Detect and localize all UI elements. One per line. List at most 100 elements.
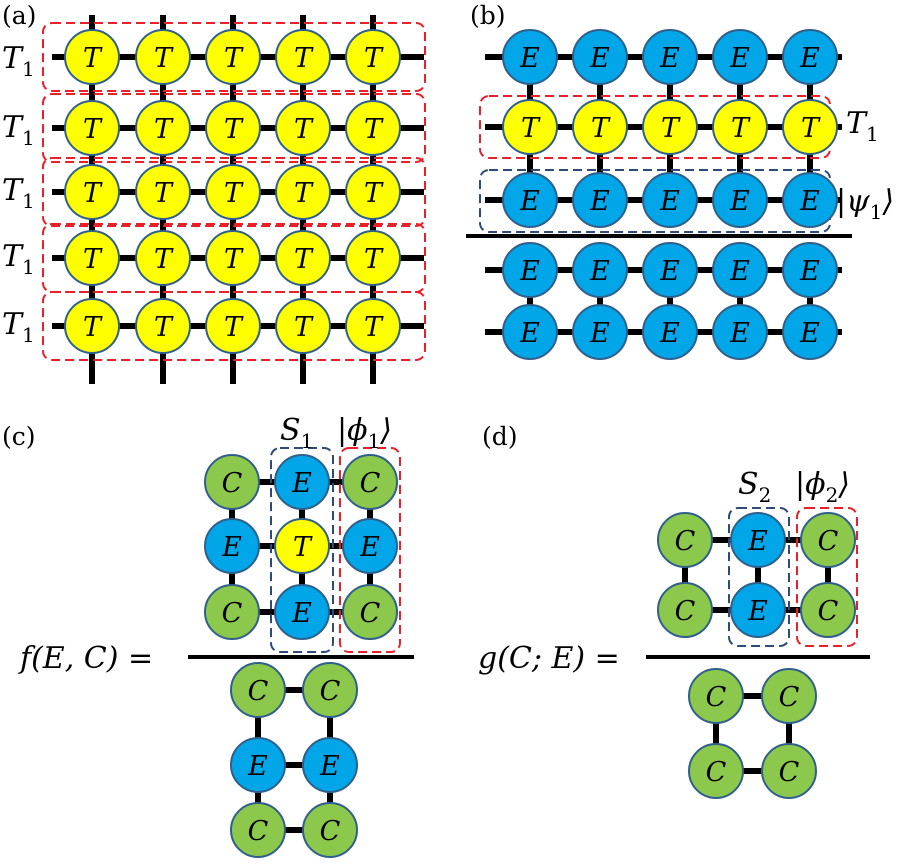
panel-b-node-E-r5-c2-circle <box>572 304 628 360</box>
panel-a-node-T-r4-c2-letter: T <box>154 244 174 275</box>
panel-b-node-E-r1-c2-letter: E <box>589 43 610 74</box>
panel-a-node-T-r1-c4: T <box>275 29 331 85</box>
panel-b-node-E-r4-c4-circle <box>712 242 768 298</box>
panel-c-num-node-T-r2-c2: T <box>274 518 330 574</box>
panel-b-node-E-r4-c5: E <box>782 242 838 298</box>
panel-a-node-T-r1-c3-circle <box>205 29 261 85</box>
panel-a-node-T-r4-c1: T <box>64 230 120 286</box>
panel-b-node-T-r2-c4-circle <box>712 99 768 155</box>
panel-a-node-T-r1-c4-letter: T <box>294 43 314 74</box>
panel-b-node-T-r2-c3-circle <box>642 99 698 155</box>
panel-d-num-node-C-r2-c1-circle <box>657 582 713 638</box>
panel-b-node-E-r4-c4-letter: E <box>729 256 750 287</box>
panel-b-node-E-r5-c5-letter: E <box>799 318 820 349</box>
panel-b-node-E-r3-c1-circle <box>502 172 558 228</box>
panel-a-label: (a) <box>2 1 36 30</box>
panel-a-node-T-r2-c2: T <box>135 100 191 156</box>
panel-b-node-E-r5-c1-circle <box>502 304 558 360</box>
panel-b-node-E-r3-c5-letter: E <box>799 186 820 217</box>
panel-b-node-E-r5-c4: E <box>712 304 768 360</box>
panel-b-node-E-r4-c3: E <box>642 242 698 298</box>
panel-a-node-T-r3-c5: T <box>345 164 401 220</box>
panel-b-T1-label: T1 <box>846 106 879 146</box>
panel-c-function-label: f(E, C) = <box>18 641 153 676</box>
panel-b-node-E-r3-c4-circle <box>712 172 768 228</box>
panel-b-node-T-r2-c2: T <box>572 99 628 155</box>
panel-b-node-E-r4-c5-letter: E <box>799 256 820 287</box>
panel-b-node-T-r2-c1-letter: T <box>521 113 541 144</box>
panel-c-num-node-E-r2-c3-letter: E <box>359 532 380 563</box>
panel-c-num-node-C-r3-c1-circle <box>204 584 260 640</box>
panel-b-node-E-r5-c5-circle <box>782 304 838 360</box>
panel-a-node-T-r1-c1-letter: T <box>83 43 103 74</box>
panel-d-num-node-E-r1-c2: E <box>730 512 786 568</box>
panel-c-num-node-E-r1-c2-letter: E <box>291 468 312 499</box>
panel-c-den-node-C-r3-c1-circle <box>230 802 286 858</box>
labels-layer: (a) T1 T1 T1 T1 T1 (b) T1 |ψ1⟩ (c) S1 |ϕ… <box>2 1 894 676</box>
panel-c-den-node-E-r2-c2-letter: E <box>319 751 340 782</box>
panel-d-den-node-C-r2-c1: C <box>688 743 744 799</box>
panel-c-den-node-C-r3-c2-circle <box>302 802 358 858</box>
panel-c-num-node-C-r3-c1-letter: C <box>222 598 243 629</box>
panel-b-node-E-r3-c5-circle <box>782 172 838 228</box>
panel-a-row-box-3 <box>42 157 426 227</box>
panel-a-node-T-r2-c2-circle <box>135 100 191 156</box>
panel-a-node-T-r3-c2: T <box>135 164 191 220</box>
panel-a-node-T-r5-c1-circle <box>64 298 120 354</box>
panel-b-node-E-r3-c3-circle <box>642 172 698 228</box>
panel-c-den-node-C-r3-c1: C <box>230 802 286 858</box>
panel-a-node-T-r1-c5-circle <box>345 29 401 85</box>
panel-a-node-T-r3-c3: T <box>205 164 261 220</box>
panel-c-num-node-C-r1-c1: C <box>204 454 260 510</box>
panel-a-node-T-r2-c2-letter: T <box>154 114 174 145</box>
panel-a-node-T-r5-c4: T <box>275 298 331 354</box>
panel-c-num-node-C-r1-c1-letter: C <box>222 468 243 499</box>
panel-b-node-E-r4-c4: E <box>712 242 768 298</box>
panel-d-function-label: g(C; E) = <box>478 641 620 676</box>
panel-b-node-E-r3-c3-letter: E <box>659 186 680 217</box>
panel-a-node-T-r5-c5-letter: T <box>364 312 384 343</box>
panel-b-node-T-r2-c5: T <box>782 99 838 155</box>
panel-b-node-T-r2-c4: T <box>712 99 768 155</box>
panel-a-node-T-r3-c1-letter: T <box>83 178 103 209</box>
panel-c-phi1-label: |ϕ1⟩ <box>337 413 392 453</box>
panel-a-row-label-2: T1 <box>2 110 35 150</box>
panel-a-node-T-r2-c1-circle <box>64 100 120 156</box>
panel-d-den-node-C-r1-c2: C <box>761 668 817 724</box>
panel-d-num-node-C-r1-c1: C <box>657 512 713 568</box>
panel-c-den-node-C-r3-c2-letter: C <box>320 816 341 847</box>
panel-d-num-node-E-r2-c2-letter: E <box>747 596 768 627</box>
panel-a-node-T-r4-c5-circle <box>345 230 401 286</box>
panel-c-den-node-C-r1-c2: C <box>302 662 358 718</box>
panel-b-node-E-r1-c2: E <box>572 29 628 85</box>
panel-b-node-E-r1-c5-letter: E <box>799 43 820 74</box>
panel-a-node-T-r1-c1: T <box>64 29 120 85</box>
panel-a-node-T-r4-c2: T <box>135 230 191 286</box>
panel-b-node-E-r5-c1-letter: E <box>519 318 540 349</box>
panel-c-num-node-T-r2-c2-circle <box>274 518 330 574</box>
panel-b-node-E-r5-c2: E <box>572 304 628 360</box>
panel-d-num-node-C-r2-c3-letter: C <box>818 596 839 627</box>
panel-c-S1-label: S1 <box>280 413 313 453</box>
panel-b-node-E-r5-c4-letter: E <box>729 318 750 349</box>
panel-c-den-node-E-r2-c1: E <box>230 737 286 793</box>
panel-b-node-E-r3-c4-letter: E <box>729 186 750 217</box>
panel-b-node-E-r1-c5-circle <box>782 29 838 85</box>
panel-a-node-T-r2-c1: T <box>64 100 120 156</box>
panel-c-label: (c) <box>2 422 36 451</box>
panel-a-row-box-5 <box>42 291 426 361</box>
panel-c-num-node-E-r3-c2: E <box>274 584 330 640</box>
panel-a-node-T-r1-c3: T <box>205 29 261 85</box>
panel-d-num-node-C-r1-c1-circle <box>657 512 713 568</box>
panel-b-node-E-r1-c3-letter: E <box>659 43 680 74</box>
panel-d-den-node-C-r1-c1-circle <box>688 668 744 724</box>
panel-b-node-E-r1-c4-circle <box>712 29 768 85</box>
panel-c-num-node-E-r2-c1: E <box>204 518 260 574</box>
panel-d-num-node-C-r1-c1-letter: C <box>675 526 696 557</box>
panel-b-node-T-r2-c1: T <box>502 99 558 155</box>
panel-b-node-E-r4-c2: E <box>572 242 628 298</box>
panel-a-node-T-r3-c5-letter: T <box>364 178 384 209</box>
panel-b-node-E-r3-c5: E <box>782 172 838 228</box>
panel-a-row-label-1: T1 <box>2 41 35 81</box>
panel-d-label: (d) <box>482 422 518 451</box>
